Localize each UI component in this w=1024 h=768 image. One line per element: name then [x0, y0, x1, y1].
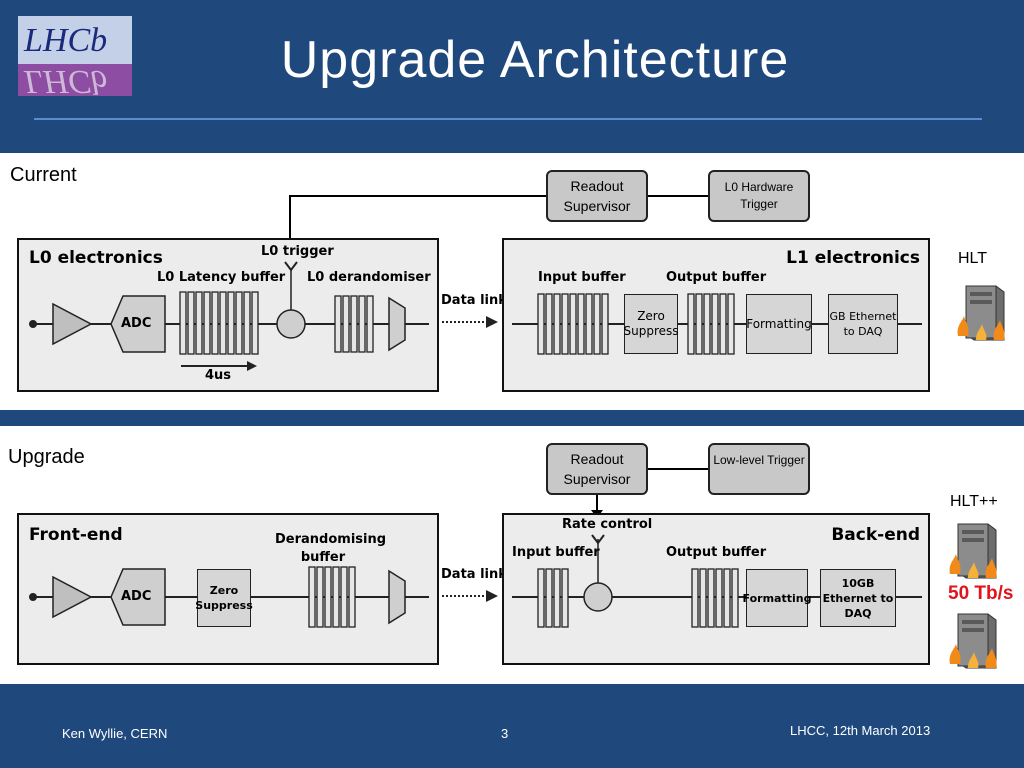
- hlt-server-icon: [957, 285, 1005, 341]
- l1-electronics-panel: L1 electronics Input buffer Output buffe…: [502, 238, 930, 392]
- hlt-label: HLT: [958, 250, 988, 267]
- rate-control-label: Rate control: [562, 517, 653, 532]
- l0-trigger-label: L0 trigger: [261, 244, 334, 259]
- output-buffer-label-current: Output buffer: [666, 270, 767, 285]
- header-bar: [0, 0, 1024, 153]
- low-level-trigger: Low-level Trigger: [708, 443, 810, 495]
- bandwidth-label: 50 Tb/s: [948, 583, 1014, 604]
- front-end-diagram: [29, 566, 429, 628]
- data-link-label-current: Data link: [441, 293, 507, 308]
- front-end-title: Front-end: [29, 525, 123, 545]
- input-buffer-label-current: Input buffer: [538, 270, 626, 285]
- latency-label: 4us: [205, 368, 232, 383]
- l0-electronics-title: L0 electronics: [29, 248, 163, 268]
- hlt-plus-label: HLT++: [950, 493, 998, 510]
- front-end-panel: Front-end ADC Zero Suppress Derandomisin…: [17, 513, 439, 665]
- footer-bar: [0, 684, 1024, 768]
- latency-buffer-label: L0 Latency buffer: [157, 270, 286, 285]
- formatting-box-upgrade: Formatting: [743, 569, 811, 627]
- derandomising-buffer-label: Derandomising buffer: [275, 532, 387, 565]
- readout-supervisor-current: Readout Supervisor: [546, 170, 648, 222]
- zero-suppress-box-current: Zero Suppress: [624, 294, 679, 354]
- back-end-title: Back-end: [831, 525, 920, 545]
- back-end-panel: Back-end Rate control Input buffer Outpu…: [502, 513, 930, 665]
- l1-electronics-diagram: [512, 293, 922, 355]
- input-buffer-label-upgrade: Input buffer: [512, 545, 600, 560]
- l0-hardware-trigger: L0 Hardware Trigger: [708, 170, 810, 222]
- section-label-current: Current: [10, 164, 77, 186]
- hlt-server-icon-upper: [949, 523, 997, 579]
- adc-label: ADC: [121, 316, 152, 331]
- ethernet-box-upgrade: 10GB Ethernet to DAQ: [820, 569, 896, 627]
- l1-electronics-title: L1 electronics: [786, 248, 920, 268]
- derandomiser-label: L0 derandomiser: [307, 270, 431, 285]
- hlt-server-icon-lower: [949, 613, 997, 669]
- footer-date: LHCC, 12th March 2013: [790, 723, 931, 738]
- title-rule: [34, 118, 982, 120]
- formatting-box-current: Formatting: [746, 294, 812, 354]
- ethernet-box-current: GB Ethernet to DAQ: [828, 294, 898, 354]
- l0-electronics-diagram: [29, 261, 429, 371]
- data-link-arrow-upgrade: [442, 590, 498, 602]
- page-number: 3: [501, 726, 509, 741]
- footer-author: Ken Wyllie, CERN: [62, 726, 168, 741]
- lhcb-logo: LHCb LHCb: [18, 16, 132, 96]
- section-label-upgrade: Upgrade: [8, 446, 85, 468]
- output-buffer-label-upgrade: Output buffer: [666, 545, 767, 560]
- data-link-label-upgrade: Data link: [441, 567, 507, 582]
- data-link-arrow-current: [442, 316, 498, 328]
- slide-title: Upgrade Architecture: [280, 31, 790, 89]
- readout-supervisor-upgrade: Readout Supervisor: [546, 443, 648, 495]
- adc-label-upgrade: ADC: [121, 589, 152, 604]
- zero-suppress-box-upgrade: Zero Suppress: [195, 569, 253, 627]
- l0-electronics-panel: L0 electronics L0 trigger L0 Latency buf…: [17, 238, 439, 392]
- section-divider: [0, 410, 1024, 426]
